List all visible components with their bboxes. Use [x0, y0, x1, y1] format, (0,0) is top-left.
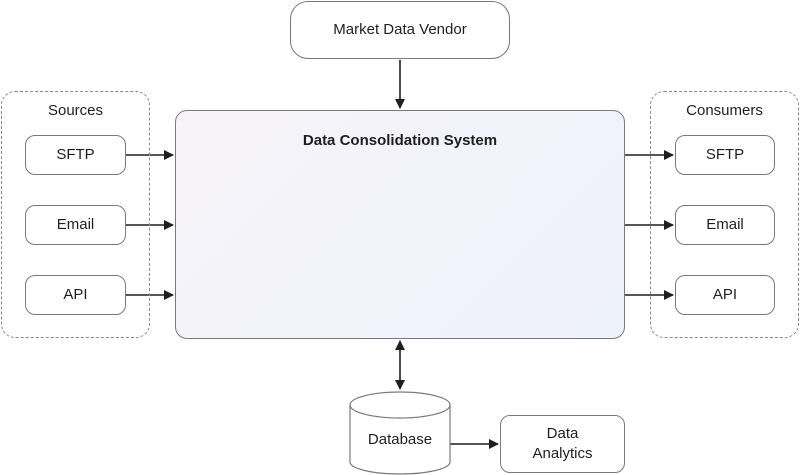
source-api-label: API — [63, 286, 88, 303]
data-analytics-node: Data Analytics — [500, 415, 625, 473]
system-title: Data Consolidation System — [302, 132, 498, 149]
sources-group: Sources — [1, 91, 150, 338]
consumer-sftp-node: SFTP — [675, 135, 775, 175]
market-data-vendor-node: Market Data Vendor — [290, 1, 510, 59]
data-consolidation-system-node: Data Consolidation System — [175, 110, 625, 339]
consumer-api-label: API — [712, 286, 738, 303]
database-cylinder-icon — [349, 391, 451, 475]
source-email-node: Email — [25, 205, 126, 245]
consumer-sftp-label: SFTP — [705, 146, 745, 163]
source-email-label: Email — [56, 216, 95, 233]
consumer-email-label: Email — [706, 216, 744, 233]
database-label: Database — [367, 431, 433, 448]
consumers-group: Consumers — [650, 91, 799, 338]
source-api-node: API — [25, 275, 126, 315]
sources-title: Sources — [47, 102, 104, 119]
consumer-api-node: API — [675, 275, 775, 315]
source-sftp-node: SFTP — [25, 135, 126, 175]
consumers-title: Consumers — [686, 102, 763, 119]
source-sftp-label: SFTP — [56, 146, 95, 163]
data-analytics-label: Data Analytics — [532, 425, 593, 462]
market-data-vendor-label: Market Data Vendor — [333, 21, 467, 38]
consumer-email-node: Email — [675, 205, 775, 245]
